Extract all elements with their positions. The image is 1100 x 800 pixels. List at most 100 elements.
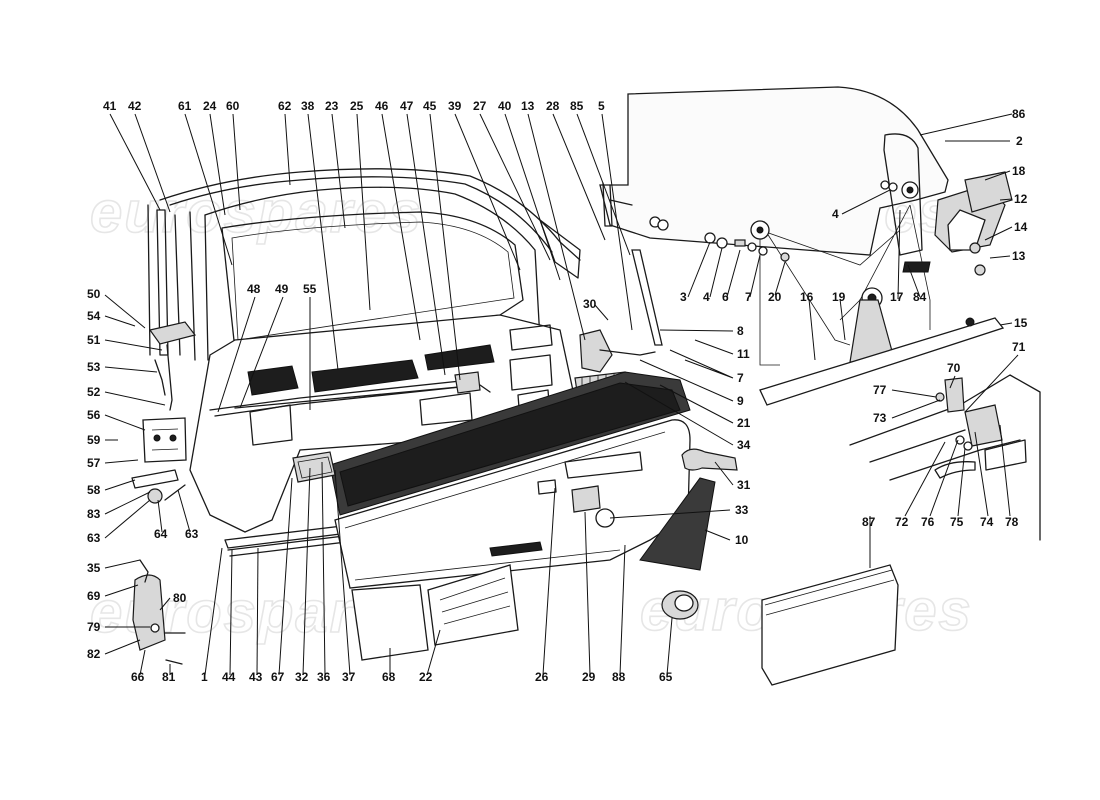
- callout-72: 72: [895, 515, 909, 529]
- striker-plate: [131, 469, 179, 489]
- door-cutout-upper: [247, 365, 299, 396]
- air-duct: [681, 448, 738, 471]
- callout-63-b: 63: [185, 527, 199, 541]
- door-cutout-right: [424, 344, 495, 371]
- callout-3: 3: [680, 290, 687, 304]
- nut: [974, 264, 986, 276]
- nut: [969, 242, 981, 254]
- handle-spring: [154, 359, 166, 396]
- washer: [657, 219, 669, 231]
- trim-panel-pocket: [564, 451, 643, 479]
- body-striker-pin: [944, 377, 965, 413]
- motor-mount-plate: [947, 209, 986, 251]
- armrest-box: [761, 564, 899, 686]
- callout-labels: 41 42 61 24 60 62 38 23 25 46 47 45 39 2…: [87, 99, 1028, 684]
- callout-4-b: 4: [703, 290, 710, 304]
- lock-cylinder-spring: [164, 484, 186, 501]
- callout-74: 74: [980, 515, 994, 529]
- outer-door-handle: [148, 321, 197, 345]
- callout-26: 26: [535, 670, 549, 684]
- callout-42: 42: [128, 99, 142, 113]
- rod-clip: [454, 371, 481, 394]
- callout-84: 84: [913, 290, 927, 304]
- callout-18: 18: [1012, 164, 1026, 178]
- callout-75: 75: [950, 515, 964, 529]
- callout-23: 23: [325, 99, 339, 113]
- body-washer: [955, 435, 965, 445]
- glass-rear-channel: [883, 133, 923, 256]
- motor-screw: [150, 623, 160, 633]
- callout-39: 39: [448, 99, 462, 113]
- body-side-panel: [849, 374, 1041, 541]
- handle-rod: [166, 344, 173, 411]
- callout-2: 2: [1016, 134, 1023, 148]
- callout-22: 22: [419, 670, 433, 684]
- callout-70: 70: [947, 361, 961, 375]
- callout-86: 86: [1012, 107, 1026, 121]
- parts-drawing: [131, 86, 1041, 686]
- callout-30: 30: [583, 297, 597, 311]
- trim-panel-vent: [537, 479, 557, 495]
- callout-25: 25: [350, 99, 364, 113]
- callout-43: 43: [249, 670, 263, 684]
- callout-50: 50: [87, 287, 101, 301]
- body-striker-bracket: [964, 404, 1003, 447]
- central-lock-motor-rod: [139, 559, 149, 583]
- callout-9: 9: [737, 394, 744, 408]
- body-bolt: [935, 392, 945, 402]
- speaker-cup-inner: [674, 594, 694, 612]
- callout-20: 20: [768, 290, 782, 304]
- door-cutout-middle: [311, 359, 419, 393]
- callout-79: 79: [87, 620, 101, 634]
- glass-clamp-hub: [906, 186, 914, 194]
- rail-bolt: [965, 317, 975, 327]
- window-opening: [221, 211, 524, 351]
- callout-7: 7: [745, 290, 752, 304]
- callout-16: 16: [800, 290, 814, 304]
- door-pull-handle: [571, 485, 601, 513]
- cable-clip: [902, 261, 931, 273]
- central-lock-motor: [132, 574, 166, 651]
- quarter-vent-seal: [539, 219, 581, 279]
- callout-88: 88: [612, 670, 626, 684]
- callout-51: 51: [87, 333, 101, 347]
- callout-87: 87: [862, 515, 876, 529]
- callout-38: 38: [301, 99, 315, 113]
- callout-7-b: 7: [737, 371, 744, 385]
- callout-71: 71: [1012, 340, 1026, 354]
- callout-12: 12: [1014, 192, 1028, 206]
- callout-13: 13: [521, 99, 535, 113]
- callout-34: 34: [737, 438, 751, 452]
- latch-bracket: [631, 249, 663, 346]
- window-opening-inner: [231, 221, 515, 341]
- ashtray-cover-texture: [439, 577, 511, 625]
- callout-85: 85: [570, 99, 584, 113]
- door-hinge-plate: [142, 417, 187, 463]
- callout-6: 6: [722, 290, 729, 304]
- callout-13-b: 13: [1012, 249, 1026, 263]
- leader-lines: [104, 113, 1019, 676]
- callout-11: 11: [737, 347, 750, 361]
- lock-linkage-rod: [209, 379, 471, 417]
- callout-82: 82: [87, 647, 101, 661]
- inner-handle-bezel: [297, 456, 333, 479]
- washer-set-upper: [649, 180, 986, 276]
- regulator-rail: [759, 317, 1005, 406]
- armrest-pad-inner: [339, 382, 681, 507]
- washer: [716, 237, 728, 249]
- door-window-frame-inner: [169, 176, 553, 253]
- callout-28: 28: [546, 99, 560, 113]
- speaker-grille: [639, 477, 716, 571]
- callout-14: 14: [1014, 220, 1028, 234]
- body-lower-slot: [934, 461, 976, 479]
- callout-58: 58: [87, 483, 101, 497]
- callout-56: 56: [87, 408, 101, 422]
- callout-62: 62: [278, 99, 292, 113]
- callout-66: 66: [131, 670, 145, 684]
- callout-59: 59: [87, 433, 101, 447]
- trim-panel-inner-edge: [344, 431, 666, 581]
- washer: [704, 232, 716, 244]
- pulley-upper-hub: [756, 226, 764, 234]
- callout-76: 76: [921, 515, 935, 529]
